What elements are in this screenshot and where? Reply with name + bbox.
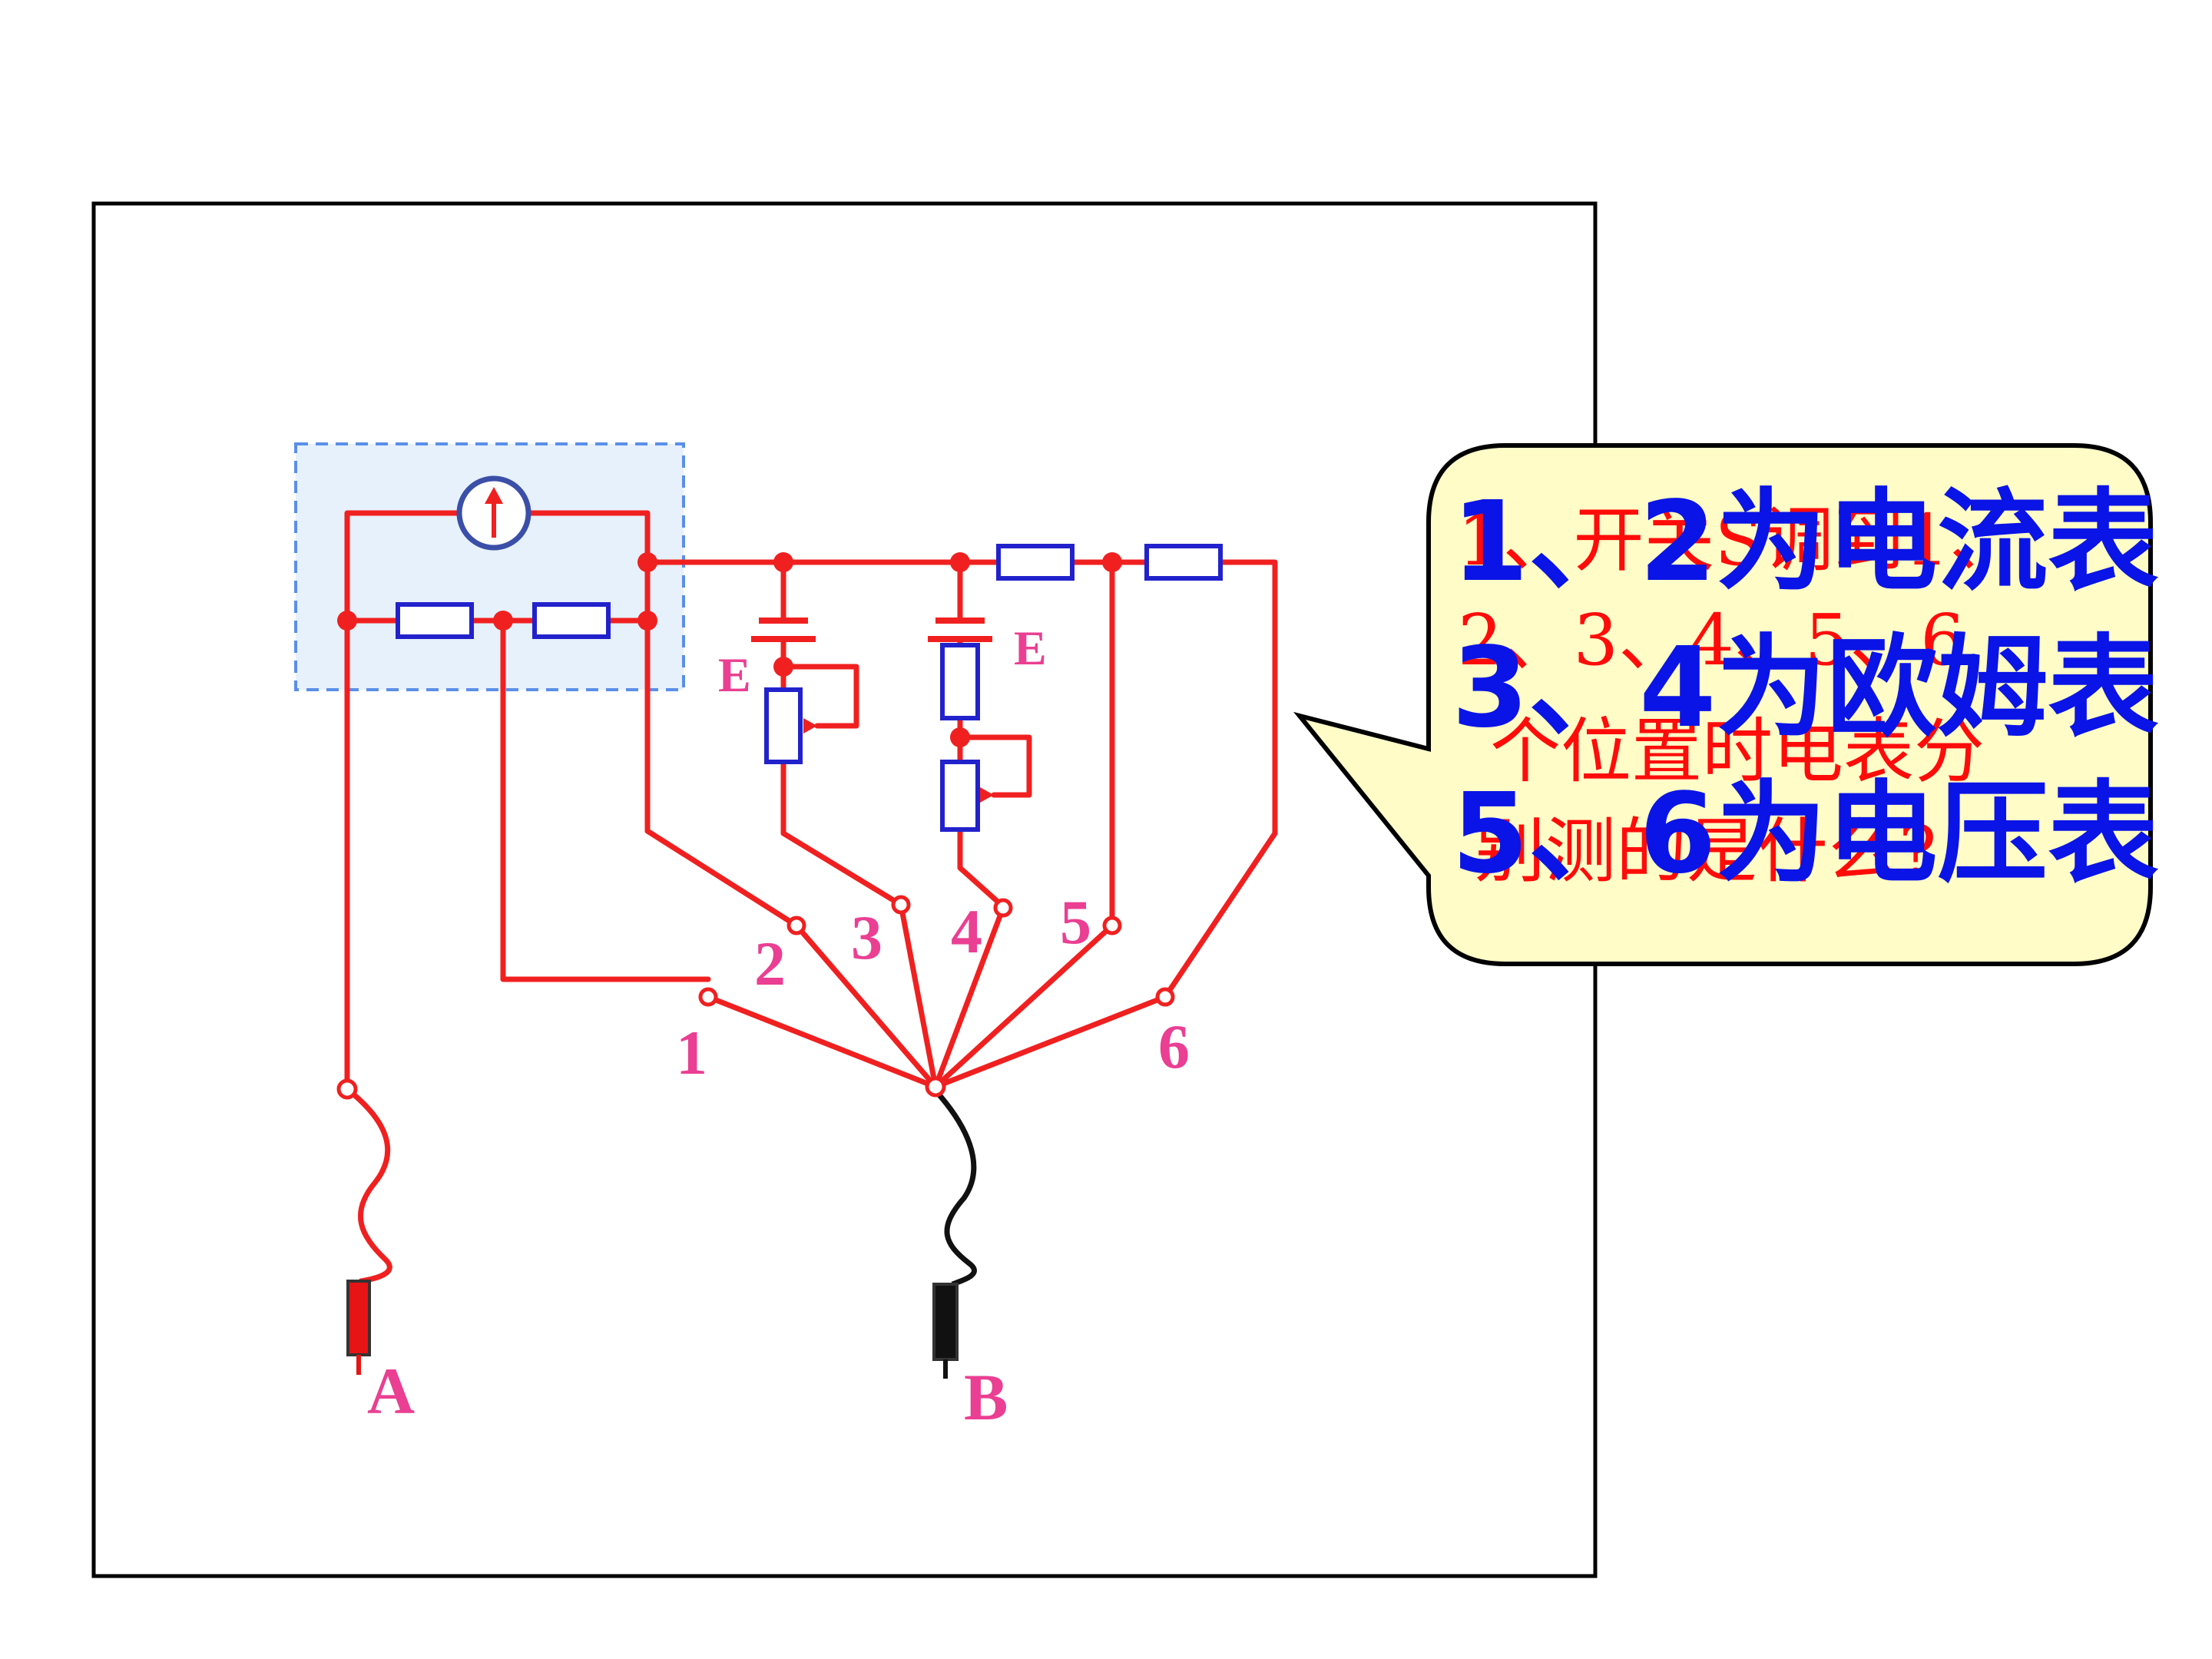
callout-answer-line-2: 3、4为欧姆表 bbox=[1452, 623, 2158, 752]
position-label-1: 1 bbox=[676, 1018, 707, 1088]
switch-contacts bbox=[336, 895, 1175, 1100]
callout-bubble bbox=[1293, 443, 2153, 966]
resistor-icon bbox=[996, 544, 1075, 581]
switch-contact-6 bbox=[1155, 987, 1175, 1007]
battery-icon bbox=[928, 618, 992, 642]
position-label-4: 4 bbox=[951, 896, 982, 966]
position-label-5: 5 bbox=[1060, 887, 1091, 957]
battery-icon bbox=[751, 618, 816, 642]
rheostat-arrow bbox=[980, 787, 994, 803]
switch-contact-4 bbox=[993, 898, 1013, 918]
switch-contact-1 bbox=[698, 987, 718, 1007]
callout-question-line-1: 1、开关S调到1、 bbox=[1458, 499, 2020, 581]
resistor-icon bbox=[396, 602, 474, 639]
galvanometer-icon bbox=[456, 475, 531, 551]
position-label-3: 3 bbox=[851, 902, 882, 972]
switch-common-contact bbox=[925, 1076, 946, 1098]
position-label-6: 6 bbox=[1158, 1012, 1190, 1081]
rheostat-arrow bbox=[803, 718, 817, 733]
resistor-icon bbox=[1144, 544, 1223, 581]
circuit-wires bbox=[344, 510, 1278, 1284]
probe-b-label: B bbox=[964, 1360, 1008, 1434]
switch-contact-2 bbox=[786, 916, 806, 935]
battery-label-1: E bbox=[718, 647, 751, 702]
callout-question: 1、开关S调到1、 2、3、4、5、6 个位置时电表分 别测的是什么? bbox=[1458, 499, 2020, 892]
callout-question-line-3: 个位置时电表分 bbox=[1490, 710, 1985, 793]
callout-answer-line-3: 5、6为电压表 bbox=[1452, 769, 2158, 898]
probe-b-lead bbox=[933, 1088, 977, 1287]
rheostat-icon bbox=[940, 760, 980, 832]
battery-label-2: E bbox=[1014, 621, 1047, 675]
diagram-frame bbox=[91, 201, 1598, 1578]
probe-b bbox=[932, 1283, 959, 1379]
switch-contact-5 bbox=[1102, 916, 1122, 935]
probe-a-terminal bbox=[336, 1078, 358, 1100]
switch-contact-3 bbox=[891, 895, 911, 915]
resistor-icon bbox=[532, 602, 611, 639]
probe-a-label: A bbox=[367, 1354, 415, 1428]
callout-answer: 1、2为电流表 3、4为欧姆表 5、6为电压表 bbox=[1452, 477, 2158, 898]
position-label-2: 2 bbox=[754, 929, 786, 998]
rheostat-icon bbox=[764, 687, 803, 764]
callout-answer-line-1: 1、2为电流表 bbox=[1452, 477, 2158, 606]
callout-question-line-4: 别测的是什么? bbox=[1475, 810, 1936, 892]
resistor-icon bbox=[940, 643, 980, 720]
junction-dots bbox=[337, 552, 1122, 747]
callout-question-line-2: 2、3、4、5、6 bbox=[1458, 599, 1965, 681]
probe-a bbox=[346, 1280, 371, 1375]
